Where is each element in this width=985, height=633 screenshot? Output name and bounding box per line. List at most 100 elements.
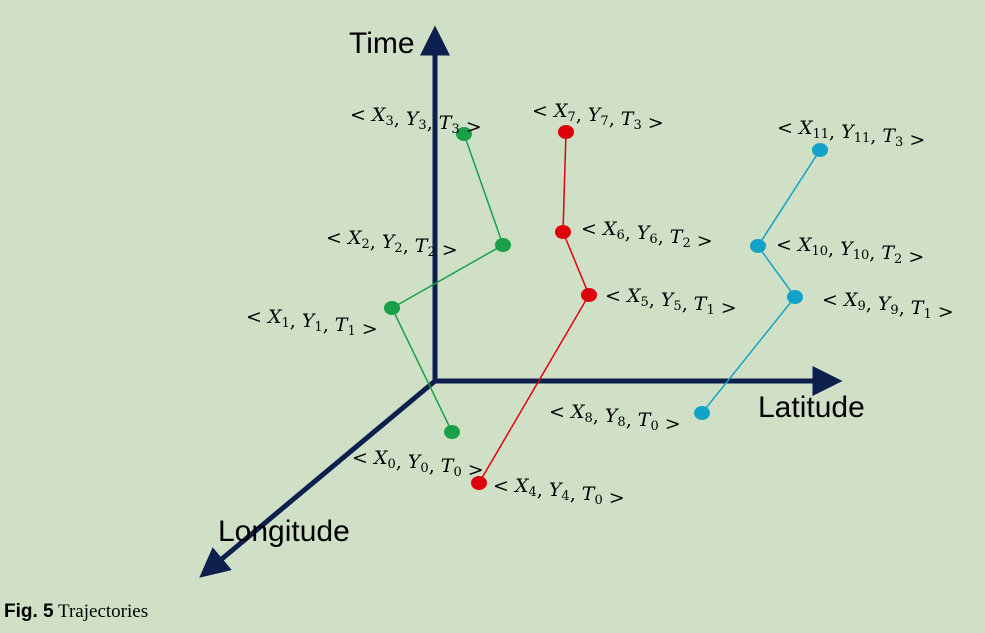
trajectory-0-point-0-label: < X0, Y0, T0 > [352,447,484,481]
bracket-close: > [436,239,458,261]
t-subscript: 2 [427,245,435,260]
y-subscript: 10 [853,248,870,263]
t-subscript: 0 [453,465,461,480]
comma: , [828,238,840,260]
t-symbol: T [621,108,635,130]
x-subscript: 10 [812,244,829,259]
t-subscript: 0 [650,419,658,434]
x-symbol: X [569,401,586,423]
bracket-close: > [902,246,924,268]
comma: , [396,451,408,473]
x-subscript: 1 [282,316,290,331]
t-subscript: 3 [633,118,641,133]
x-subscript: 2 [362,237,370,252]
y-subscript: 3 [418,118,426,133]
comma: , [323,314,335,336]
bracket-open: < [352,447,374,469]
trajectory-0-point-2 [495,238,511,252]
x-symbol: X [513,475,530,497]
comma: , [866,293,878,315]
comma: , [537,479,549,501]
bracket-close: > [462,459,484,481]
t-subscript: 0 [594,493,602,508]
trajectory-0-point-1-label: < X1, Y1, T1 > [246,306,378,340]
trajectory-0-point-3 [456,127,472,141]
y-subscript: 0 [420,461,428,476]
trajectory-2-point-2-label: < X10, Y10, T2 > [776,234,924,268]
comma: , [899,297,911,319]
t-subscript: 1 [347,324,355,339]
t-subscript: 1 [706,303,714,318]
trajectory-2-point-3-label: < X11, Y11, T3 > [777,117,925,151]
comma: , [625,222,637,244]
comma: , [682,293,694,315]
bracket-close: > [356,318,378,340]
y-symbol: Y [841,121,856,143]
y-symbol: Y [840,238,855,260]
t-symbol: T [582,483,596,505]
x-subscript: 11 [813,127,830,142]
bracket-close: > [659,413,681,435]
figure-number: Fig. 5 [4,601,54,622]
longitude-axis-label: Longitude [218,515,350,548]
x-symbol: X [625,285,642,307]
trajectory-1-point-3-label: < X7, Y7, T3 > [532,100,664,134]
x-symbol: X [372,447,389,469]
trajectories-layer: < X0, Y0, T0 >< X1, Y1, T1 >< X2, Y2, T2… [246,100,954,509]
x-symbol: X [266,306,283,328]
trajectory-1-point-1 [581,288,597,302]
y-symbol: Y [549,479,564,501]
t-symbol: T [335,314,349,336]
trajectory-0-point-1 [384,301,400,315]
t-subscript: 2 [894,252,902,267]
comma: , [429,455,441,477]
bracket-close: > [603,487,625,509]
y-subscript: 9 [890,303,898,318]
comma: , [649,289,661,311]
y-symbol: Y [637,222,652,244]
t-symbol: T [439,112,453,134]
comma: , [290,310,302,332]
y-symbol: Y [408,451,423,473]
time-axis-label: Time [349,27,415,60]
comma: , [593,405,605,427]
y-symbol: Y [302,310,317,332]
y-subscript: 2 [394,241,402,256]
y-symbol: Y [605,405,620,427]
trajectory-1-point-1-label: < X5, Y5, T1 > [605,285,737,319]
trajectory-2-point-3 [812,143,828,157]
trajectory-1-path [478,131,590,484]
bracket-open: < [777,117,799,139]
x-subscript: 4 [529,485,537,500]
trajectory-0-point-3-label: < X3, Y3, T3 > [350,104,482,138]
bracket-close: > [932,301,954,323]
y-subscript: 7 [600,114,608,129]
longitude-axis [199,379,437,578]
y-subscript: 11 [854,131,871,146]
trajectory-2-path [701,149,821,414]
y-subscript: 4 [561,489,569,504]
comma: , [829,121,841,143]
comma: , [403,235,415,257]
x-subscript: 8 [585,411,593,426]
t-symbol: T [882,125,896,147]
x-symbol: X [346,227,363,249]
trajectory-2-point-1-label: < X9, Y9, T1 > [822,289,954,323]
trajectory-0-point-0 [444,425,460,439]
bracket-open: < [326,227,348,249]
bracket-close: > [460,116,482,138]
bracket-close: > [715,297,737,319]
comma: , [870,125,882,147]
trajectory-2-point-0-label: < X8, Y8, T0 > [549,401,681,435]
x-subscript: 5 [641,295,649,310]
t-subscript: 3 [895,135,903,150]
y-symbol: Y [406,108,421,130]
bracket-close: > [642,112,664,134]
y-subscript: 6 [649,232,657,247]
comma: , [570,483,582,505]
bracket-open: < [581,218,603,240]
trajectory-2-point-1 [787,290,803,304]
t-symbol: T [638,409,652,431]
comma: , [609,108,621,130]
comma: , [427,112,439,134]
